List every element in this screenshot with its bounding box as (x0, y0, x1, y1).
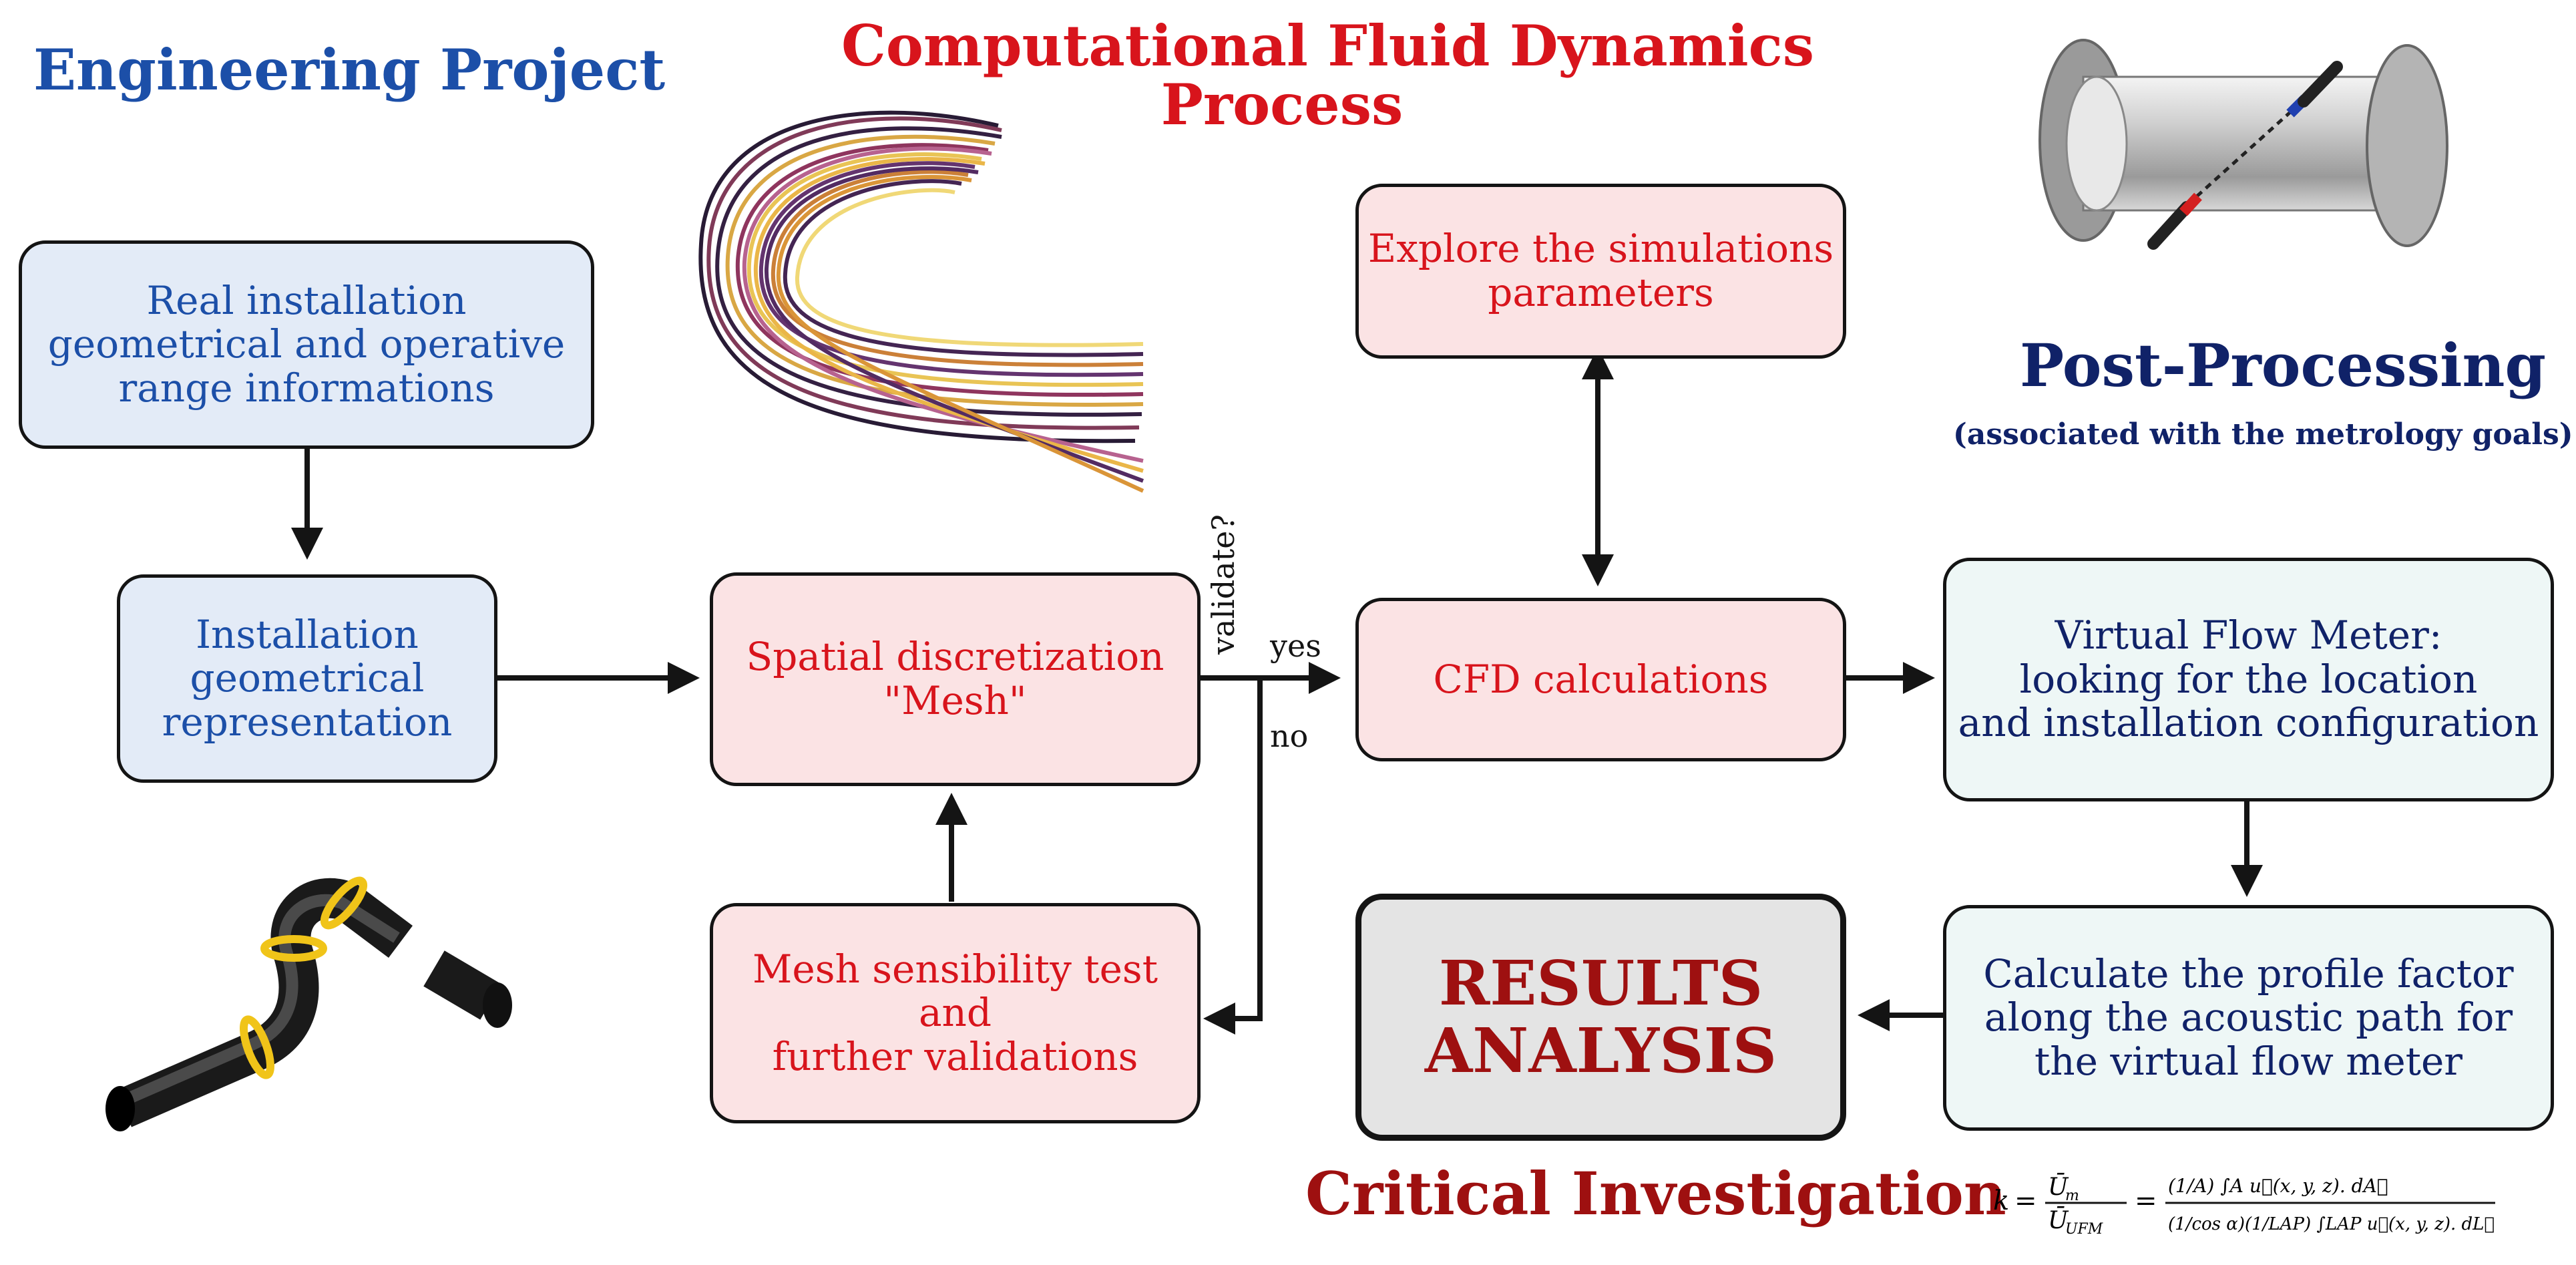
post-processing-subheading: (associated with the metrology goals) (1953, 417, 2573, 451)
installation-geometry-line2: geometrical (190, 655, 425, 701)
real-installation-box: Real installation geometrical and operat… (19, 240, 594, 449)
formula-lhs: k (1993, 1186, 2009, 1216)
cfd-process-heading-line1: Computational Fluid Dynamics (841, 13, 1815, 79)
explore-parameters-box: Explore the simulations parameters (1355, 184, 1846, 359)
mesh-sensibility-line1: Mesh sensibility test (752, 946, 1158, 992)
spatial-discretization-line2: "Mesh" (883, 678, 1027, 723)
real-installation-line3: range informations (118, 365, 495, 411)
decision-yes-label: yes (1270, 628, 1321, 664)
results-analysis-line1: RESULTS (1438, 946, 1763, 1019)
spatial-discretization-line1: Spatial discretization (746, 634, 1164, 680)
post-processing-heading: Post-Processing (2020, 331, 2547, 400)
spatial-discretization-box: Spatial discretization "Mesh" (710, 572, 1201, 786)
formula-num1: Ū (2048, 1173, 2069, 1201)
formula-equals-2: = (2135, 1186, 2157, 1216)
formula-den2: (1/cos α)(1/LAP) ∫LAP u⃗(x, y, z). dL⃗ (2168, 1214, 2495, 1234)
installation-geometry-line1: Installation (196, 611, 419, 657)
real-installation-line2: geometrical and operative (47, 321, 566, 367)
formula-den1: Ū (2048, 1207, 2069, 1234)
critical-investigation-heading: Critical Investigation (1305, 1159, 2006, 1228)
installation-geometry-line3: representation (162, 699, 453, 745)
profile-factor-line1: Calculate the profile factor (1983, 950, 2514, 997)
formula-equals-1: = (2014, 1186, 2037, 1216)
mesh-sensibility-box: Mesh sensibility test and further valida… (710, 903, 1201, 1123)
mesh-sensibility-line2: and (918, 990, 992, 1036)
profile-factor-line3: the virtual flow meter (2034, 1038, 2463, 1084)
engineering-project-heading: Engineering Project (33, 37, 666, 103)
profile-factor-box: Calculate the profile factor along the a… (1943, 905, 2554, 1131)
virtual-flow-meter-box: Virtual Flow Meter: looking for the loca… (1943, 558, 2554, 801)
cfd-calculations-box: CFD calculations (1355, 598, 1846, 761)
profile-factor-formula: k = Ū m Ū UFM = (1/A) ∫A u⃗(x, y, z). dA… (1993, 1159, 2501, 1246)
installation-geometry-box: Installation geometrical representation (117, 574, 497, 783)
results-analysis-line2: ANALYSIS (1424, 1015, 1777, 1087)
explore-parameters-line2: parameters (1488, 270, 1714, 315)
formula-den1-sub: UFM (2065, 1221, 2103, 1238)
formula-num1-sub: m (2065, 1188, 2079, 1204)
results-analysis-box: RESULTS ANALYSIS (1355, 894, 1846, 1141)
arrow-no-branch (1203, 678, 1263, 1035)
formula-layout: k = Ū m Ū UFM = (1/A) ∫A u⃗(x, y, z). dA… (1993, 1173, 2495, 1238)
virtual-flow-meter-line3: and installation configuration (1958, 700, 2539, 746)
explore-parameters-line1: Explore the simulations (1367, 226, 1834, 272)
virtual-flow-meter-line2: looking for the location (2019, 656, 2478, 702)
profile-factor-line2: along the acoustic path for (1984, 995, 2513, 1041)
formula-num2: (1/A) ∫A u⃗(x, y, z). dA⃗ (2168, 1175, 2388, 1197)
mesh-sensibility-line3: further validations (772, 1033, 1138, 1079)
decision-no-label: no (1270, 718, 1309, 754)
real-installation-line1: Real installation (146, 277, 467, 323)
cfd-process-heading: Computational Fluid Dynamics Process (841, 13, 1815, 138)
cfd-process-heading-line2: Process (1160, 71, 1404, 138)
cfd-calculations-line1: CFD calculations (1433, 656, 1769, 702)
virtual-flow-meter-line1: Virtual Flow Meter: (2055, 612, 2442, 659)
